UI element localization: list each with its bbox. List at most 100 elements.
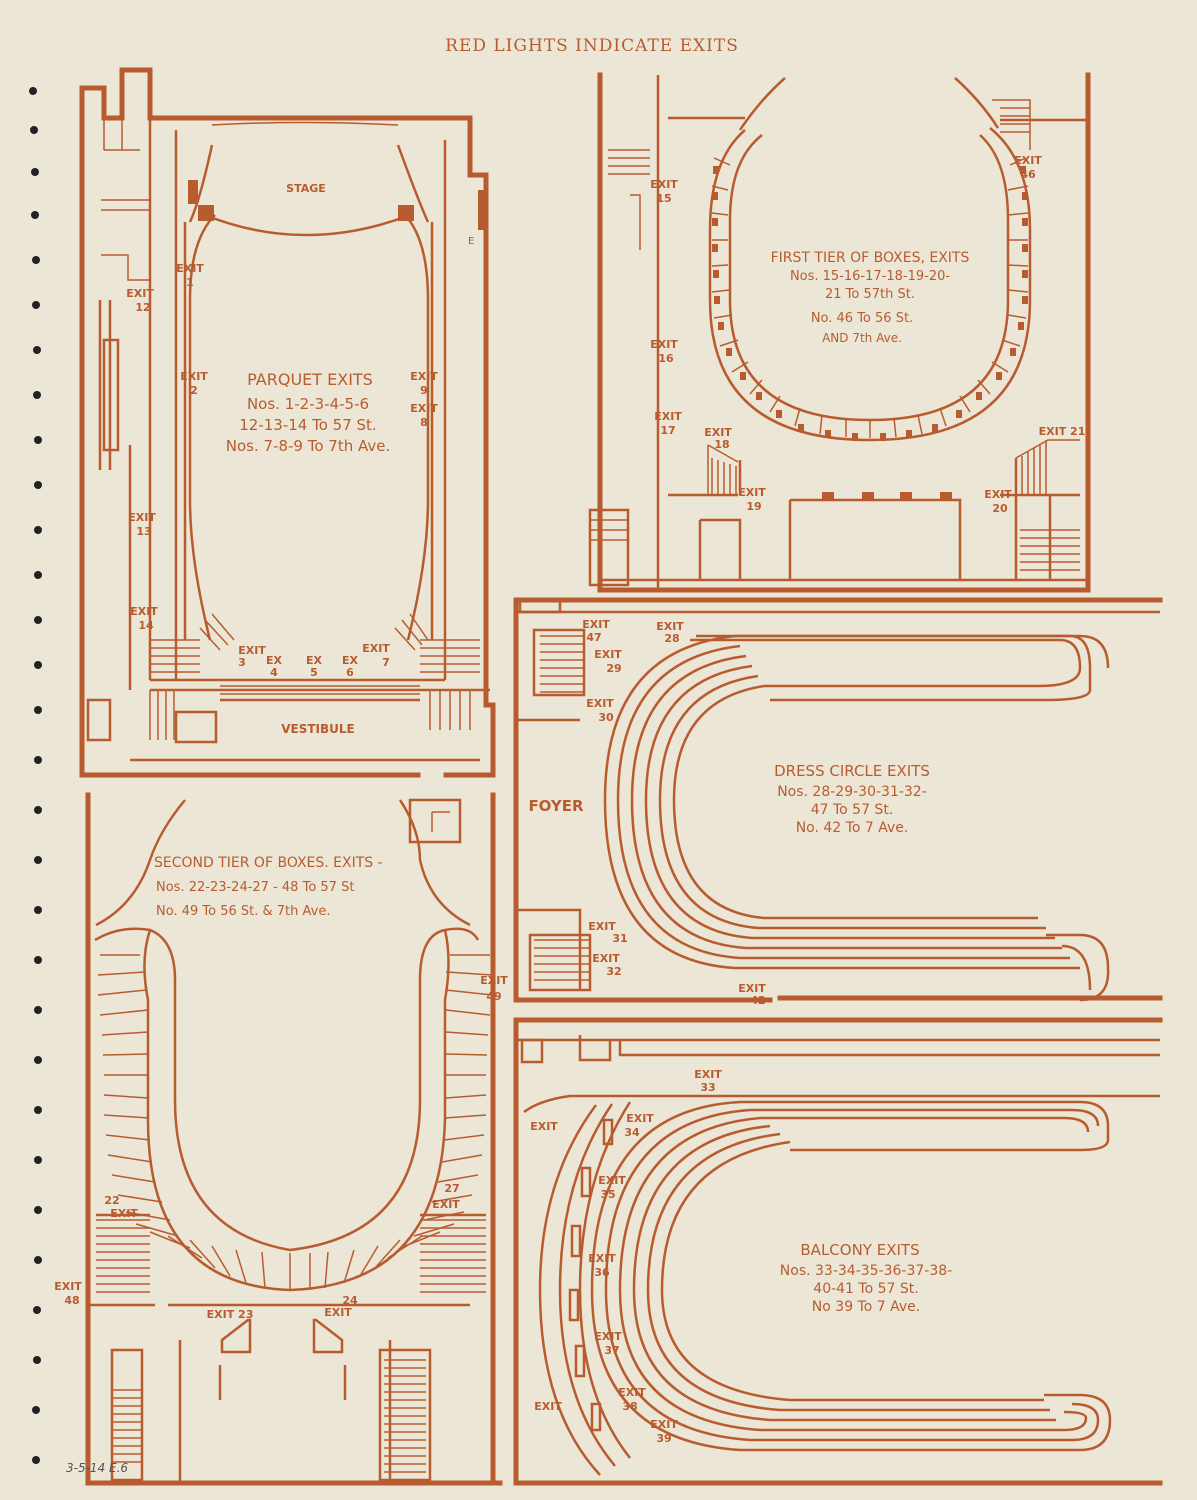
svg-text:E: E xyxy=(468,236,474,247)
exit-15-number: 15 xyxy=(656,192,671,205)
exit-48-number: 48 xyxy=(64,1294,79,1307)
parquet-line3: Nos. 7-8-9 To 7th Ave. xyxy=(226,437,391,455)
dress-circle-plan: FOYER DRESS CIRCLE EXITS Nos. 28-29-30-3… xyxy=(513,597,1163,1007)
punch-holes xyxy=(29,87,42,1464)
balcony-line4: No 39 To 7 Ave. xyxy=(812,1299,920,1315)
exit-label: EXIT xyxy=(126,287,154,300)
exit-label: EXIT xyxy=(598,1174,626,1187)
exit-label: EXIT xyxy=(704,426,732,439)
balcony-line3: 40-41 To 57 St. xyxy=(813,1281,918,1297)
exit-39-number: 39 xyxy=(656,1432,671,1445)
exit-7-number: 7 xyxy=(382,656,390,669)
ex-label: EX xyxy=(266,654,283,667)
exit-label: EXIT xyxy=(588,1252,616,1265)
exit-29-number: 29 xyxy=(606,662,621,675)
exit-label: EXIT xyxy=(694,1068,722,1081)
exit-5-number: 5 xyxy=(310,666,318,679)
exit-label: EXIT xyxy=(362,642,390,655)
parquet-plan: E STAGE VESTIBULE PARQUET EXITS Nos. 1-2… xyxy=(79,67,496,778)
exit-49-number: 49 xyxy=(486,990,501,1003)
first-tier-line2: Nos. 15-16-17-18-19-20- xyxy=(790,269,950,284)
exit-28-number: 28 xyxy=(664,632,679,645)
exit-label: EXIT xyxy=(128,511,156,524)
dress-circle-line3: 47 To 57 St. xyxy=(811,802,894,818)
exit-label: EXIT xyxy=(238,644,266,657)
exit-13-number: 13 xyxy=(136,525,151,538)
ex-label: EX xyxy=(342,654,359,667)
first-tier-box-dividers xyxy=(711,157,1029,441)
exit-label: EXIT xyxy=(654,410,682,423)
exit-label: EXIT xyxy=(176,262,204,275)
exit-label: EXIT xyxy=(656,620,684,633)
exit-label: EXIT xyxy=(650,338,678,351)
exit-47-number: 47 xyxy=(586,631,601,644)
parquet-stairs xyxy=(149,613,490,744)
exit-36-number: 36 xyxy=(594,1266,610,1279)
parquet-heading: PARQUET EXITS xyxy=(247,370,373,389)
exit-30-number: 30 xyxy=(598,711,614,724)
exit-18-number: 18 xyxy=(714,438,729,451)
exit-label: EXIT xyxy=(592,952,620,965)
dress-circle-line4: No. 42 To 7 Ave. xyxy=(796,820,909,836)
first-tier-line4: No. 46 To 56 St. xyxy=(811,311,913,326)
stage-label: STAGE xyxy=(286,182,326,195)
exit-34-number: 34 xyxy=(624,1126,640,1139)
exit-20-number: 20 xyxy=(992,502,1008,515)
exit-24-number: 24 xyxy=(342,1294,358,1307)
exit-16-number: 16 xyxy=(658,352,674,365)
balcony-line2: Nos. 33-34-35-36-37-38- xyxy=(780,1263,952,1279)
parquet-line1: Nos. 1-2-3-4-5-6 xyxy=(247,395,369,413)
first-tier-line1: FIRST TIER OF BOXES, EXITS xyxy=(771,250,970,266)
exit-6-number: 6 xyxy=(346,666,354,679)
exit-label: EXIT xyxy=(324,1306,352,1319)
first-tier-line5: AND 7th Ave. xyxy=(822,331,902,345)
first-tier-line3: 21 To 57th St. xyxy=(825,287,915,302)
exit-label: EXIT xyxy=(618,1386,646,1399)
exit-32-number: 32 xyxy=(606,965,621,978)
exit-label: EXIT xyxy=(738,982,766,995)
ex-label: EX xyxy=(306,654,323,667)
exit-2-number: 2 xyxy=(190,384,198,397)
exit-46-number: 46 xyxy=(1020,168,1036,181)
exit-label: EXIT xyxy=(410,402,438,415)
exit-12-number: 12 xyxy=(135,301,150,314)
exit-label: EXIT xyxy=(626,1112,654,1125)
exit-42-number: 42 xyxy=(750,994,765,1007)
exit-9-number: 9 xyxy=(420,384,428,397)
exit-label: EXIT xyxy=(594,1330,622,1343)
exit-40-label: EXIT xyxy=(530,1120,558,1133)
exit-27-number: 27 xyxy=(444,1182,459,1195)
exit-22-number: 22 xyxy=(104,1194,119,1207)
exit-41-label: EXIT xyxy=(534,1400,562,1413)
first-tier-plan: FIRST TIER OF BOXES, EXITS Nos. 15-16-17… xyxy=(588,72,1091,593)
balcony-plan: BALCONY EXITS Nos. 33-34-35-36-37-38- 40… xyxy=(513,1017,1163,1486)
exit-label: EXIT xyxy=(110,1207,138,1220)
exit-31-number: 31 xyxy=(612,932,627,945)
exit-label: EXIT xyxy=(180,370,208,383)
page-title: RED LIGHTS INDICATE EXITS xyxy=(445,36,739,56)
balcony-line1: BALCONY EXITS xyxy=(800,1241,919,1259)
exit-19-number: 19 xyxy=(746,500,761,513)
exit-3-number: 3 xyxy=(238,656,246,669)
exit-8-number: 8 xyxy=(420,416,428,429)
exit-23-label: EXIT 23 xyxy=(207,1308,254,1321)
parquet-line2: 12-13-14 To 57 St. xyxy=(239,416,376,434)
exit-label: EXIT xyxy=(594,648,622,661)
foyer-label: FOYER xyxy=(528,797,584,815)
second-tier-plan: SECOND TIER OF BOXES. EXITS - Nos. 22-23… xyxy=(54,792,508,1486)
pencil-note: 3-5-14 E.6 xyxy=(66,1461,128,1475)
exit-21-label: EXIT 21 xyxy=(1039,425,1086,438)
exit-35-number: 35 xyxy=(600,1188,615,1201)
exit-37-number: 37 xyxy=(604,1344,619,1357)
exit-label: EXIT xyxy=(582,618,610,631)
exit-4-number: 4 xyxy=(270,666,278,679)
dress-circle-rows xyxy=(603,634,1110,1002)
exit-label: EXIT xyxy=(54,1280,82,1293)
exit-label: EXIT xyxy=(130,605,158,618)
exit-1-number: 1 xyxy=(186,276,194,289)
dress-circle-line2: Nos. 28-29-30-31-32- xyxy=(777,784,927,800)
dress-circle-line1: DRESS CIRCLE EXITS xyxy=(774,762,930,780)
balcony-rows xyxy=(538,1100,1112,1476)
second-tier-line2: Nos. 22-23-24-27 - 48 To 57 St xyxy=(156,880,354,895)
